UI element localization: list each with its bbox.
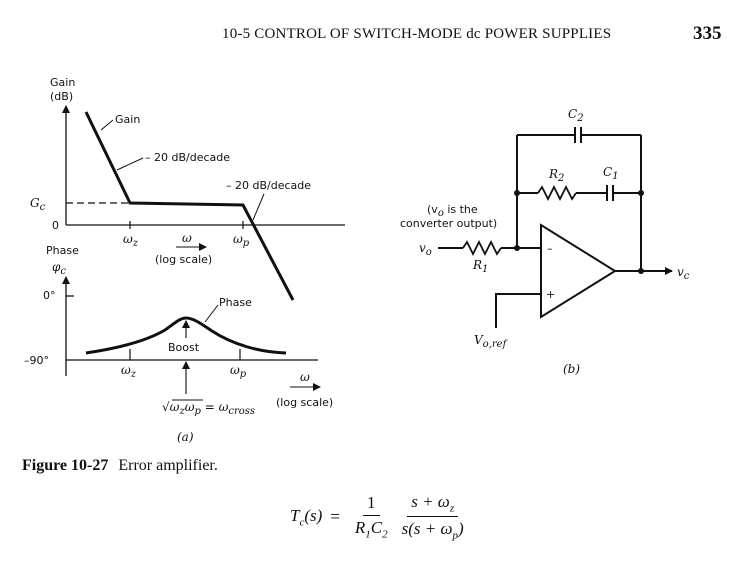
running-head: 10-5 CONTROL OF SWITCH-MODE dc POWER SUP…	[222, 26, 612, 42]
transfer-function-equation: Tc(s) = 1 R1C2 s + ωz s(s + ωp)	[290, 492, 471, 542]
converter-note-line-1: (vo is the	[427, 203, 478, 219]
r2-label: R2	[548, 167, 564, 184]
c1-label: C1	[603, 165, 619, 182]
crossover-formula: √ωzωp = ωcross	[162, 400, 255, 417]
c2-label: C2	[568, 107, 584, 124]
phase-plot: Phase φc 0° –90° Phase Boost ωz ωp ω (lo…	[24, 244, 333, 444]
slope-label-2: – 20 dB/decade	[226, 179, 311, 192]
gain-label-leader	[100, 119, 114, 131]
figure-caption: Figure 10-27 Error amplifier.	[22, 457, 218, 475]
vc-label: vc	[677, 265, 690, 282]
gain-axis-label: Gain	[50, 76, 75, 89]
phi-c-label: φc	[52, 260, 66, 277]
op-amp-minus: –	[547, 242, 553, 255]
log-scale-label-2: (log scale)	[276, 396, 333, 409]
page-number: 335	[693, 23, 722, 44]
gc-label: Gc	[30, 196, 46, 213]
fraction-1: 1 R1C2	[351, 493, 392, 540]
fraction-1-numerator: 1	[363, 493, 380, 517]
error-amplifier-circuit: – + C2 R2 C1	[400, 107, 690, 376]
omega-p-label: ωp	[233, 232, 250, 249]
op-amp-triangle	[540, 223, 617, 319]
omega-z-label: ωz	[123, 232, 139, 249]
minus-90-label: –90°	[24, 354, 49, 367]
zero-deg-label: 0°	[43, 289, 56, 302]
reference-wire	[495, 293, 541, 328]
r2-resistor	[537, 184, 577, 202]
phase-curve	[85, 316, 287, 355]
gain-curve-label: Gain	[115, 113, 140, 126]
gain-axis-unit: (dB)	[50, 90, 73, 103]
omega-z-label-2: ωz	[121, 363, 137, 380]
feedback-right-node	[638, 190, 644, 196]
slope-1-leader	[116, 157, 144, 171]
figure-number: Figure 10-27	[22, 457, 109, 474]
fraction-1-denominator: R1C2	[354, 518, 388, 541]
phase-axis-label: Phase	[46, 244, 79, 257]
r1-resistor	[462, 239, 502, 257]
slope-label-1: – 20 dB/decade	[145, 151, 230, 164]
slope-2-leader	[252, 193, 265, 221]
gain-plot: Gain (dB) Gain – 20 dB/decade – 20 dB/de…	[30, 76, 345, 301]
r1-label: R1	[472, 258, 488, 275]
panel-b-label: (b)	[563, 362, 580, 376]
log-scale-label: (log scale)	[155, 253, 212, 266]
omega-axis-label-2: ω	[300, 370, 310, 384]
fraction-2: s + ωz s(s + ωp)	[398, 492, 468, 542]
gain-curve	[84, 111, 295, 301]
fraction-2-denominator: s(s + ωp)	[401, 519, 464, 542]
zero-db-label: 0	[52, 219, 59, 232]
vref-label: Vo,ref	[474, 333, 509, 350]
omega-p-label-2: ωp	[230, 363, 247, 380]
converter-note-line-2: converter output)	[400, 217, 497, 230]
op-amp-plus: +	[546, 288, 555, 301]
boost-label: Boost	[168, 341, 200, 354]
phase-label-leader	[204, 304, 219, 323]
fraction-2-numerator: s + ωz	[407, 492, 459, 518]
panel-a-label: (a)	[177, 430, 194, 444]
equals-sign: =	[330, 506, 340, 526]
vo-label: vo	[419, 241, 432, 258]
equation-lhs: Tc(s)	[290, 505, 323, 529]
phase-curve-label: Phase	[219, 296, 252, 309]
omega-axis-label: ω	[182, 231, 192, 245]
figure-caption-text: Error amplifier.	[118, 457, 218, 474]
